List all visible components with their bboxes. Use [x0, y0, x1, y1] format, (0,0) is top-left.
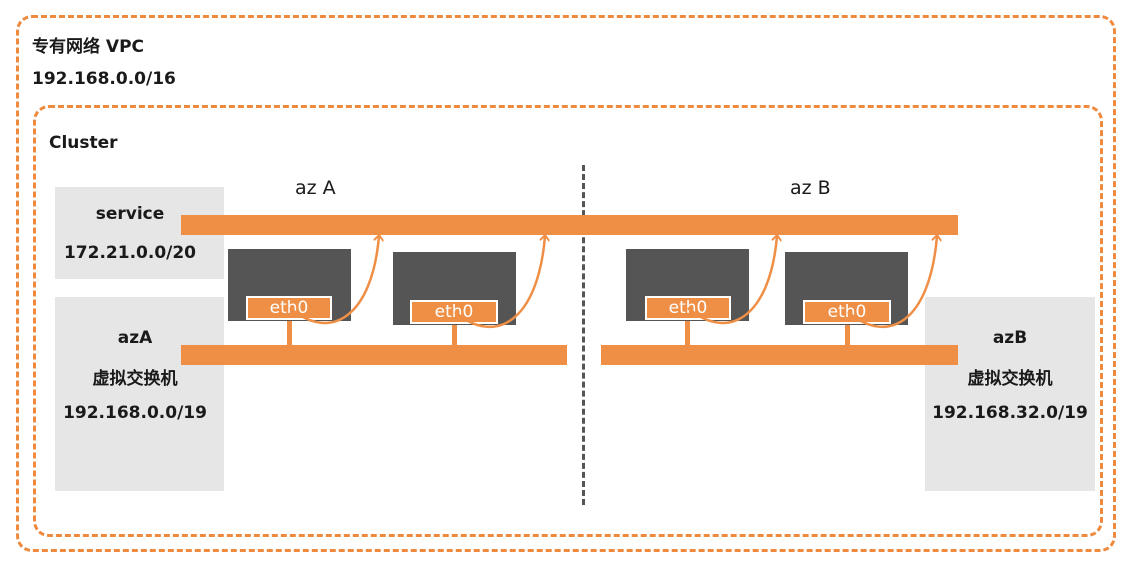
eth0-interface: eth0: [246, 296, 332, 320]
cluster-title: Cluster: [49, 133, 118, 153]
vpc-cidr: 192.168.0.0/16: [32, 69, 176, 89]
zone-b-label: az B: [790, 177, 831, 199]
route-arrow: [289, 236, 379, 325]
eth0-interface: eth0: [803, 300, 891, 324]
route-arrow: [687, 236, 777, 325]
switch-a-bar: [181, 345, 567, 365]
switch-a-type: 虚拟交换机: [92, 369, 178, 389]
eth-stem: [685, 316, 690, 346]
service-bar: [181, 215, 958, 235]
switch-b-panel: [925, 297, 1095, 491]
switch-b-bar: [601, 345, 958, 365]
vpc-container: [16, 15, 1116, 552]
vpc-title: 专有网络 VPC: [32, 37, 145, 57]
route-arrow: [847, 236, 937, 329]
eth-stem: [452, 320, 457, 346]
switch-a-name: azA: [117, 328, 153, 348]
service-cidr: 172.21.0.0/20: [63, 243, 197, 263]
zone-divider: [582, 165, 585, 505]
eth-stem: [287, 316, 292, 346]
switch-a-panel: [55, 297, 224, 491]
switch-b-type: 虚拟交换机: [967, 369, 1053, 389]
switch-a-cidr: 192.168.0.0/19: [63, 403, 207, 423]
service-label: service: [95, 204, 165, 224]
switch-b-name: azB: [992, 328, 1028, 348]
eth-stem: [845, 320, 850, 346]
route-arrow: [454, 236, 545, 329]
eth0-interface: eth0: [410, 300, 498, 324]
switch-b-cidr: 192.168.32.0/19: [932, 403, 1088, 423]
cluster-container: [33, 105, 1103, 537]
zone-a-label: az A: [295, 177, 336, 199]
